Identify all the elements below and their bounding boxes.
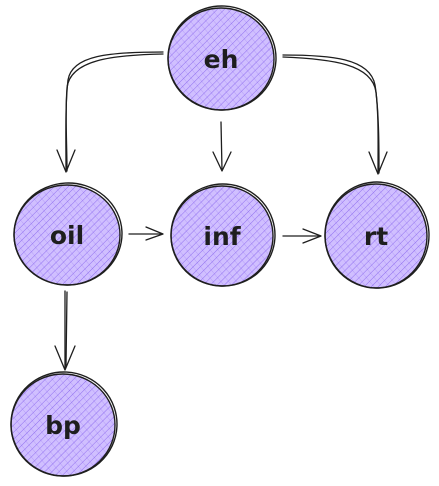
node-inf-label: inf	[203, 222, 241, 251]
node-oil-label: oil	[50, 221, 84, 250]
edge-eh-oil	[56, 51, 164, 173]
edge-eh-inf	[212, 121, 232, 172]
nodes-layer: eh oil inf rt	[8, 3, 432, 478]
edge-oil-inf	[128, 226, 164, 241]
edges-layer	[54, 51, 388, 371]
node-rt-label: rt	[364, 222, 388, 251]
node-bp-label: bp	[45, 411, 81, 440]
node-rt[interactable]: rt	[321, 179, 432, 292]
edge-eh-rt	[282, 54, 388, 175]
edge-oil-bp	[54, 290, 76, 371]
node-oil[interactable]: oil	[11, 180, 124, 288]
node-bp[interactable]: bp	[8, 369, 119, 478]
edge-inf-rt	[282, 228, 322, 244]
node-eh-label: eh	[204, 45, 239, 74]
node-eh[interactable]: eh	[165, 3, 278, 113]
node-inf[interactable]: inf	[168, 180, 279, 289]
